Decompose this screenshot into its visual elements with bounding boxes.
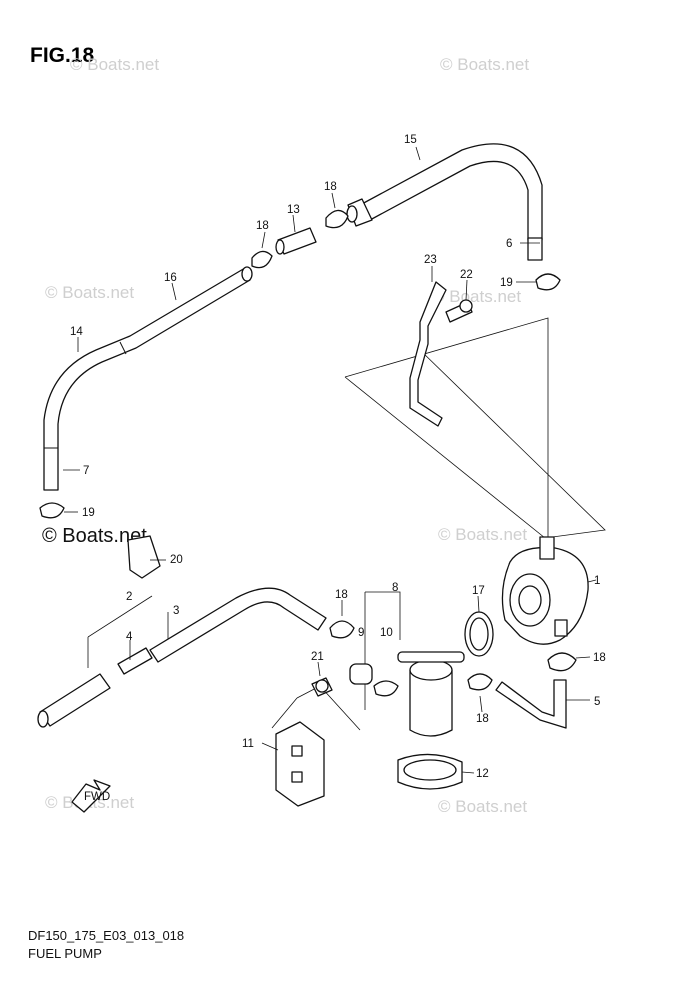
watermark: © Boats.net xyxy=(45,283,134,302)
bracket-11 xyxy=(275,677,333,807)
callout-8: 8 xyxy=(392,582,398,594)
callout-4: 4 xyxy=(126,631,133,643)
diagram-code: DF150_175_E03_013_018 xyxy=(28,928,185,943)
callout-18: 18 xyxy=(256,220,269,232)
callout-18: 18 xyxy=(476,713,489,725)
callout-16: 16 xyxy=(164,272,177,284)
watermark-dark: © Boats.net xyxy=(42,525,147,547)
hose-2-3 xyxy=(37,587,327,728)
clamp-19 xyxy=(535,273,561,291)
watermark: © Boats.net xyxy=(70,55,159,74)
fuel-pump-1 xyxy=(501,536,589,645)
callout-numbers: 1 2 3 4 5 6 7 8 9 10 11 12 13 14 15 16 1… xyxy=(70,134,606,780)
callout-11: 11 xyxy=(242,738,254,750)
bracket-23 xyxy=(409,281,473,427)
diagram-name: FUEL PUMP xyxy=(28,946,102,961)
watermark: © Boats.net xyxy=(438,525,527,544)
callout-10: 10 xyxy=(380,627,393,639)
svg-text:FWD: FWD xyxy=(84,791,110,803)
callout-14: 14 xyxy=(70,326,83,338)
hose-16-14 xyxy=(39,266,253,519)
leader-lines xyxy=(63,146,597,774)
callout-19: 19 xyxy=(500,277,513,289)
callout-6: 6 xyxy=(506,238,512,250)
callout-20: 20 xyxy=(170,554,183,566)
callout-23: 23 xyxy=(424,254,437,266)
callout-18: 18 xyxy=(335,589,348,601)
clip-20 xyxy=(127,535,161,579)
callout-1: 1 xyxy=(594,575,600,587)
callout-13: 13 xyxy=(287,204,300,216)
callout-21: 21 xyxy=(311,651,324,663)
fwd-arrow-icon: FWD xyxy=(71,779,111,813)
callout-18: 18 xyxy=(324,181,337,193)
joint-13 xyxy=(251,209,349,269)
callout-3: 3 xyxy=(173,605,179,617)
callout-19: 19 xyxy=(82,507,95,519)
callout-9: 9 xyxy=(358,627,364,639)
watermark: © Boats.net xyxy=(438,797,527,816)
reference-lines xyxy=(87,317,606,731)
watermark: © Boats.net xyxy=(432,287,521,306)
callout-2: 2 xyxy=(126,591,132,603)
fuel-filter-8 xyxy=(329,620,465,737)
hose-15 xyxy=(346,143,543,261)
callout-18: 18 xyxy=(593,652,606,664)
figure-title: FIG.18 xyxy=(30,44,95,67)
callout-5: 5 xyxy=(594,696,600,708)
callout-12: 12 xyxy=(476,768,489,780)
callout-15: 15 xyxy=(404,134,417,146)
hose-5 xyxy=(467,652,577,729)
watermark: © Boats.net xyxy=(440,55,529,74)
callout-7: 7 xyxy=(83,465,89,477)
callout-22: 22 xyxy=(460,269,473,281)
callout-17: 17 xyxy=(472,585,485,597)
o-ring-17 xyxy=(464,611,494,657)
holder-12 xyxy=(397,753,463,790)
